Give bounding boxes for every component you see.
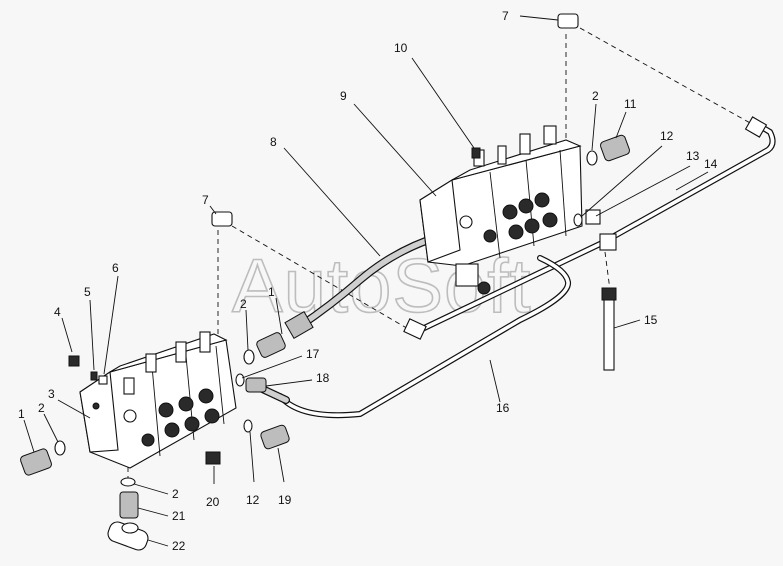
callout-11: 11 [624, 97, 637, 111]
callout-12-right: 12 [660, 129, 674, 143]
callout-7-right: 7 [502, 9, 509, 23]
callout-20: 20 [206, 495, 220, 509]
callout-4: 4 [54, 305, 61, 319]
left-valve-block [79, 331, 237, 469]
callout-labels: 1 2 3 4 5 6 7 1 2 17 18 12 19 20 2 21 22… [18, 9, 718, 553]
callout-21: 21 [172, 509, 186, 523]
callout-5: 5 [84, 285, 91, 299]
callout-10: 10 [394, 41, 408, 55]
callout-1-upper: 1 [268, 285, 275, 299]
pipe-16 [277, 255, 571, 419]
small-parts [20, 13, 631, 551]
callout-22: 22 [172, 539, 186, 553]
callout-17: 17 [306, 347, 320, 361]
hose-8 [284, 221, 454, 339]
callout-3: 3 [48, 387, 55, 401]
leader-lines [23, 15, 709, 547]
callout-18: 18 [316, 371, 330, 385]
callout-8: 8 [270, 135, 277, 149]
callout-2-bottom: 2 [172, 487, 179, 501]
callout-2-right: 2 [592, 89, 599, 103]
callout-13: 13 [686, 149, 700, 163]
callout-6: 6 [112, 261, 119, 275]
callout-12-lower: 12 [246, 493, 260, 507]
callout-1-lower: 1 [18, 407, 25, 421]
callout-16: 16 [496, 401, 510, 415]
right-valve-block [419, 125, 583, 295]
callout-19: 19 [278, 493, 292, 507]
callout-15: 15 [644, 313, 658, 327]
pipe-14 [403, 116, 776, 340]
callout-7-left: 7 [202, 193, 209, 207]
assembly-dashed-lines [127, 27, 753, 480]
callout-2-lower: 2 [38, 401, 45, 415]
callout-2-upper: 2 [240, 297, 247, 311]
callout-9: 9 [340, 89, 347, 103]
callout-14: 14 [704, 157, 718, 171]
